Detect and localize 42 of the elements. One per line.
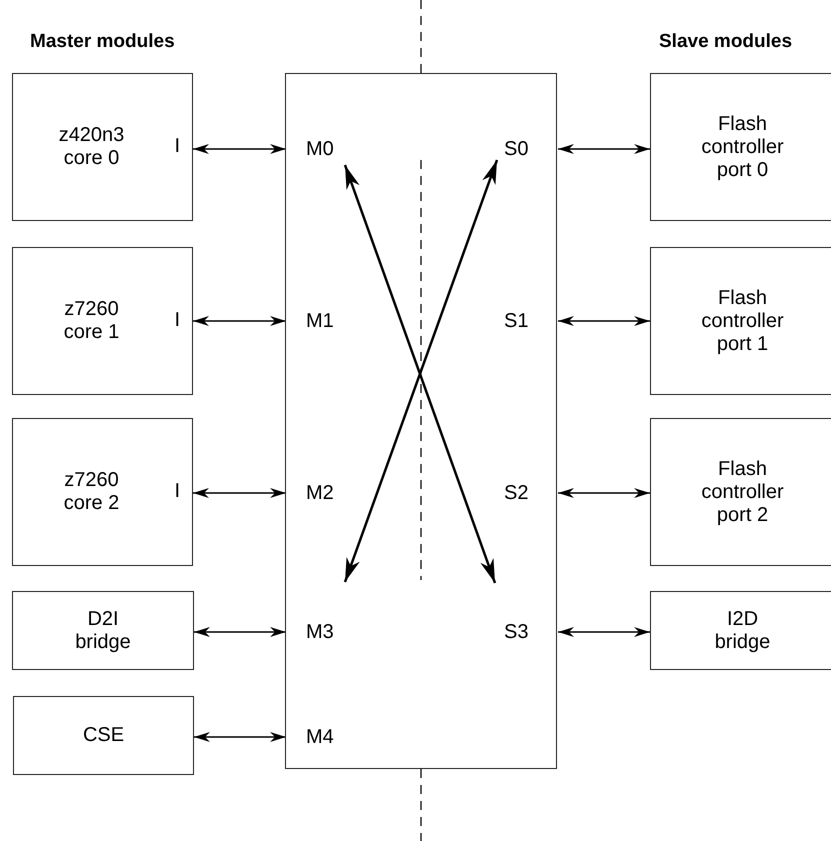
interface-label: I	[174, 480, 180, 503]
interface-label: I	[174, 309, 180, 332]
arrow	[194, 732, 286, 742]
port-label: M0	[286, 136, 348, 162]
module-name: D2I bridge	[74, 608, 132, 654]
port-label: M2	[286, 480, 348, 506]
module-box	[650, 73, 831, 221]
port-label: S1	[492, 308, 558, 334]
module-name: Flash controller port 2	[700, 458, 785, 526]
arrow	[558, 488, 650, 498]
module-name: z7260 core 1	[62, 298, 120, 344]
module-box	[650, 591, 831, 670]
module-box	[12, 418, 193, 566]
port-label: S3	[492, 619, 558, 645]
arrow	[193, 316, 286, 326]
port-label: M1	[286, 308, 348, 334]
port-label: S0	[492, 136, 558, 162]
port-label: M4	[286, 724, 348, 750]
column-heading: Master modules	[30, 31, 175, 53]
module-box	[13, 696, 194, 775]
arrow	[558, 144, 650, 154]
interface-label: I	[174, 135, 180, 158]
crossbar-box	[285, 73, 557, 769]
module-name: z420n3 core 0	[58, 124, 126, 170]
column-heading: Slave modules	[659, 31, 792, 53]
arrow	[558, 627, 650, 637]
module-name: z7260 core 2	[62, 469, 120, 515]
module-box	[12, 73, 193, 221]
module-box	[12, 591, 194, 670]
arrow	[558, 316, 650, 326]
module-name: CSE	[82, 724, 124, 747]
module-name: Flash controller port 0	[700, 112, 785, 182]
module-name: I2D bridge	[714, 608, 772, 654]
module-name: Flash controller port 1	[700, 286, 785, 356]
port-label: M3	[286, 619, 348, 645]
module-box	[12, 247, 193, 395]
port-label: S2	[492, 480, 558, 506]
module-box	[650, 247, 831, 395]
module-box	[650, 418, 831, 566]
arrow	[194, 627, 286, 637]
arrow	[193, 488, 286, 498]
arrow	[193, 144, 286, 154]
